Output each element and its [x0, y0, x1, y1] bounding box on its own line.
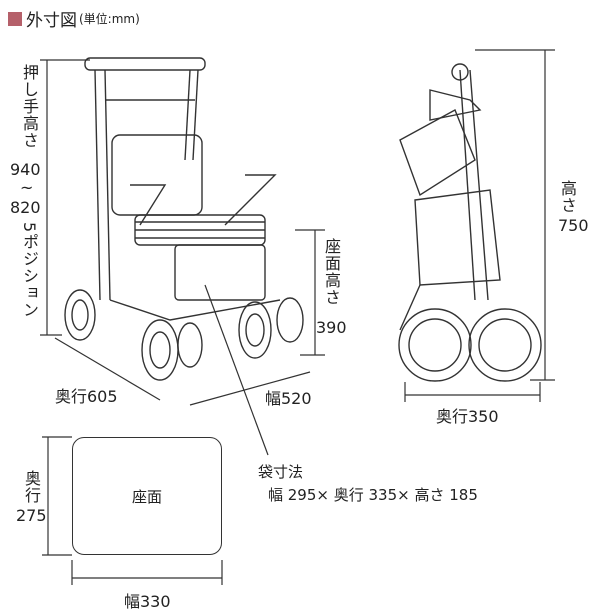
- walker-illustration: [64, 57, 304, 381]
- seat-width-dimension: [71, 560, 223, 585]
- bag-leader-line: [204, 284, 269, 456]
- folded-illustration: [398, 63, 542, 382]
- handle-height-max: 940: [10, 160, 41, 179]
- seat-height-value: 390: [316, 318, 347, 337]
- seat-width-label: 幅330: [124, 592, 171, 611]
- title-marker-icon: [8, 11, 22, 26]
- seat-outline: 座面: [72, 437, 222, 555]
- folded-depth-label: 奥行350: [436, 407, 499, 426]
- handle-height-min: 820: [10, 198, 41, 217]
- seat-label: 座面: [131, 487, 162, 506]
- handle-height-label: 押し手高さ: [20, 64, 39, 149]
- diagram-title: 外寸図 (単位:mm): [8, 6, 140, 31]
- seat-height-dimension: [295, 229, 325, 356]
- walker-depth-label: 奥行605: [55, 387, 118, 406]
- folded-height-dimension: [475, 49, 555, 381]
- seat-height-label: 座面高さ: [322, 238, 341, 306]
- unit-text: (単位:mm): [79, 12, 140, 26]
- depth-dimension: [54, 337, 161, 401]
- handle-positions-label: 5ポジション: [20, 222, 39, 319]
- seat-depth-value: 275: [16, 506, 47, 525]
- folded-height-value: 750: [558, 216, 589, 235]
- folded-height-label: 高さ: [558, 180, 577, 214]
- seat-depth-label: 奥行: [22, 470, 41, 504]
- bag-dimensions: 幅 295× 奥行 335× 高さ 185: [268, 486, 478, 504]
- walker-width-label: 幅520: [265, 389, 312, 408]
- bag-title: 袋寸法: [258, 463, 304, 481]
- width-dimension: [189, 371, 311, 406]
- title-text: 外寸図: [26, 11, 77, 31]
- handle-height-dimension: [40, 59, 90, 336]
- handle-height-separator: ~: [20, 178, 34, 197]
- folded-depth-dimension: [404, 382, 541, 402]
- seat-depth-dimension: [42, 436, 72, 556]
